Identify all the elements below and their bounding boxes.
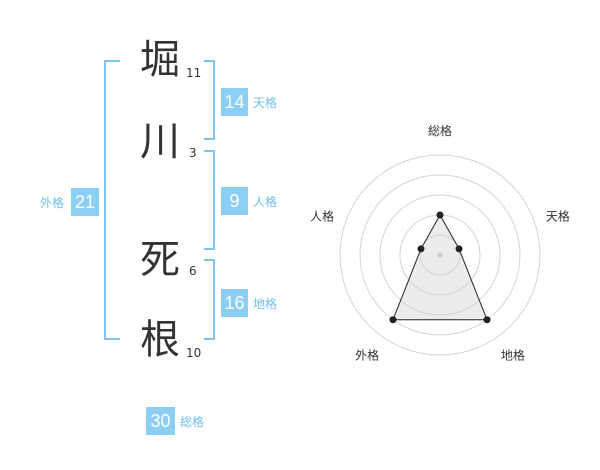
radar-axis-label-3: 外格 [355,347,379,362]
gaikaku-value: 21 [71,188,99,216]
radar-axis-label-2: 地格 [501,347,525,362]
jinkaku-value: 9 [221,187,248,215]
name-char-1: 堀 [140,37,180,83]
radar-axis-label-1: 天格 [546,209,570,224]
name-char-4: 根 [140,317,180,363]
radar-area [392,213,488,321]
name-char-2: 川 [140,119,180,165]
radar-ring-4 [359,174,521,336]
tenkaku-value: 14 [221,88,248,116]
jinkaku-bracket [204,150,215,250]
gaikaku-bracket [104,60,120,340]
radar-ring-5 [339,154,541,356]
stroke-count-4: 10 [186,346,202,360]
chikaku-value: 16 [221,289,248,317]
radar-center [437,252,443,258]
radar-point-2 [483,316,491,324]
stroke-count-1: 11 [186,66,202,80]
radar-point-1 [455,245,463,253]
radar-axis-label-0: 総格 [428,123,452,138]
radar-point-4 [417,245,425,253]
stroke-count-2: 3 [189,146,197,160]
soukaku-value: 30 [146,407,175,435]
chikaku-label: 地格 [253,297,278,311]
gaikaku-label: 外格 [40,196,65,210]
radar-ring-1 [419,234,461,276]
jinkaku-label: 人格 [253,195,278,209]
stroke-count-3: 6 [189,264,197,278]
chikaku-bracket [204,259,215,340]
radar-axis-label-4: 人格 [310,209,334,224]
soukaku-label: 総格 [180,415,205,429]
radar-point-0 [436,211,444,219]
tenkaku-label: 天格 [253,96,278,110]
tenkaku-bracket [204,60,215,140]
radar-point-3 [389,316,397,324]
radar-ring-3 [379,194,501,316]
name-char-3: 死 [140,237,180,283]
